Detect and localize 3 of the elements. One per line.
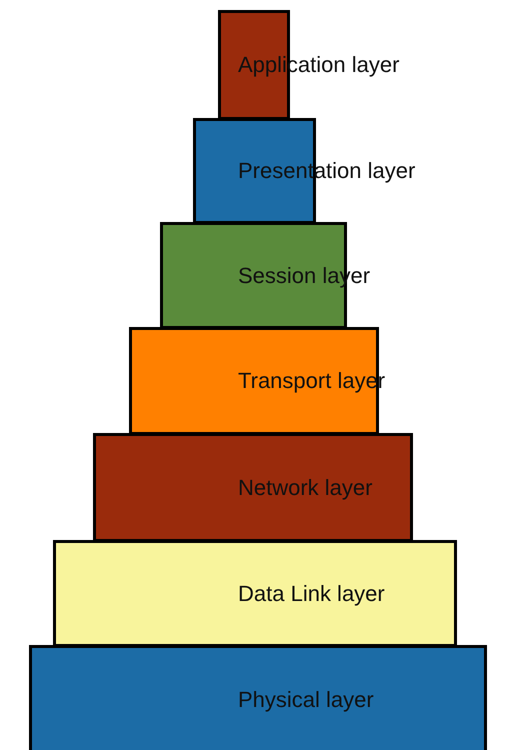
layer-label: Network layer <box>238 476 372 498</box>
layer-label: Data Link layer <box>238 582 385 604</box>
layer-label: Physical layer <box>238 689 374 711</box>
